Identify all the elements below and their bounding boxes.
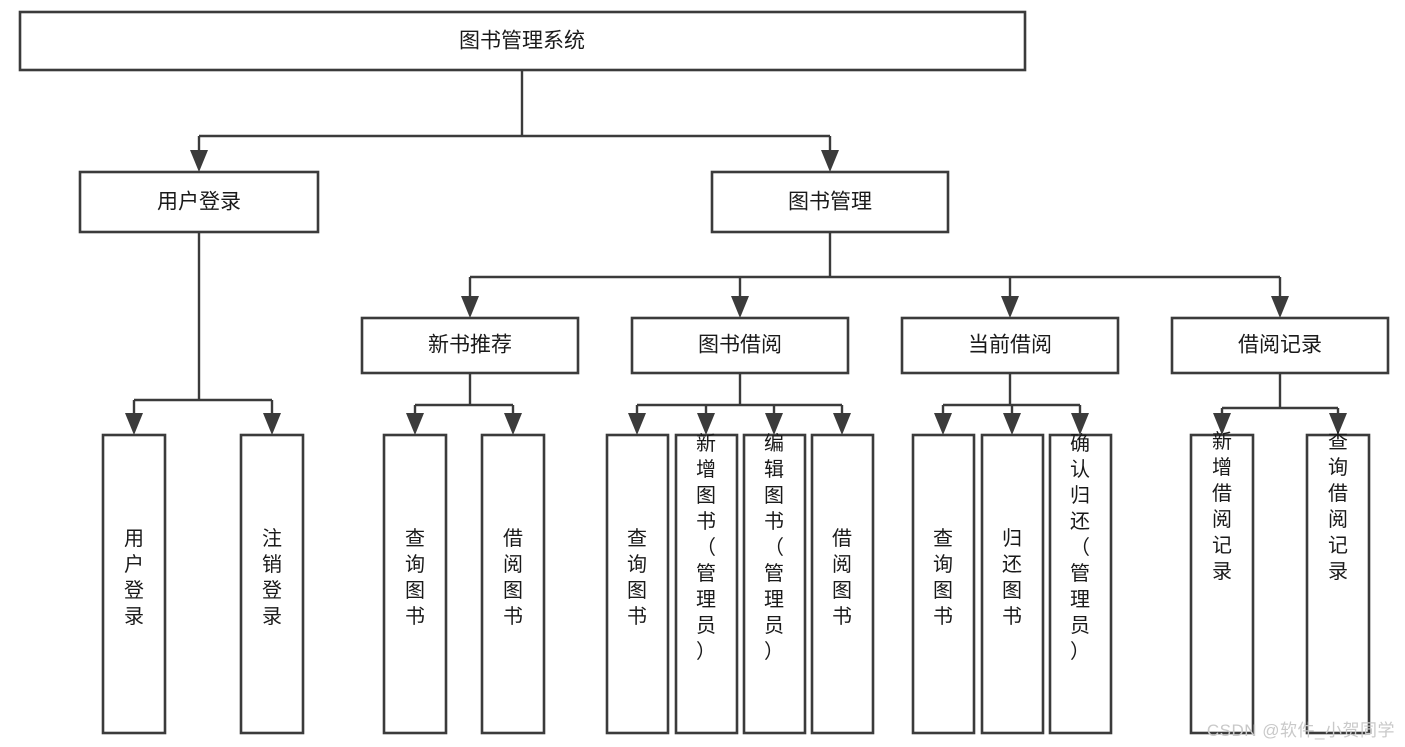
node-leaf-1-label: 用户登录 (124, 528, 144, 628)
arrow-current-to-leaf11 (1071, 413, 1089, 435)
node-leaf-1-box[interactable] (101, 433, 167, 735)
node-leaf-5-box[interactable] (605, 433, 670, 735)
node-bookmgmt[interactable]: 图书管理 (710, 170, 950, 234)
arrow-bookmgmt-to-borrow (731, 296, 749, 318)
connector-group-record (1213, 373, 1347, 435)
connector-group-newbook (406, 373, 522, 435)
node-leaf-2[interactable]: 注销登录 (239, 433, 305, 735)
arrow-borrow-to-leaf7 (765, 413, 783, 435)
node-record-label: 借阅记录 (1238, 334, 1322, 357)
arrow-bookmgmt-to-record (1271, 296, 1289, 318)
arrow-login-to-leaf1 (125, 413, 143, 435)
node-leaf-11[interactable]: 确认归还（管理员） (1048, 432, 1113, 735)
node-leaf-5[interactable]: 查询图书 (605, 433, 670, 735)
arrow-current-to-leaf9 (934, 413, 952, 435)
arrow-borrow-to-leaf8 (833, 413, 851, 435)
arrow-record-to-leaf13 (1329, 413, 1347, 435)
node-borrow-box[interactable] (630, 316, 850, 375)
node-leaf-2-box[interactable] (239, 433, 305, 735)
node-leaf-6[interactable]: 新增图书（管理员） (674, 432, 739, 735)
node-current[interactable]: 当前借阅 (900, 316, 1120, 375)
arrow-login-to-leaf2 (263, 413, 281, 435)
node-leaf-5-label: 查询图书 (627, 527, 647, 628)
connector-group-current (934, 373, 1089, 435)
node-leaf-8-label: 借阅图书 (832, 527, 852, 628)
node-login[interactable]: 用户登录 (78, 170, 320, 234)
node-leaf-10-box[interactable] (980, 433, 1045, 735)
node-current-label: 当前借阅 (968, 334, 1052, 357)
arrow-root-to-bookmgmt (821, 150, 839, 172)
arrow-record-to-leaf12 (1213, 413, 1231, 435)
node-bookmgmt-box[interactable] (710, 170, 950, 234)
connector-group-borrow (628, 373, 851, 435)
node-root-label: 图书管理系统 (459, 30, 585, 53)
csdn-watermark: CSDN @软件_小贺同学 (1206, 721, 1395, 740)
node-borrow-label: 图书借阅 (698, 334, 782, 357)
node-leaf-11-label: 确认归还（管理员） (1070, 432, 1090, 663)
connector-group-root (190, 70, 839, 172)
arrow-root-to-login (190, 150, 208, 172)
node-leaf-8-box[interactable] (810, 433, 875, 735)
arrow-newbook-to-leaf3 (406, 413, 424, 435)
node-newbook-label: 新书推荐 (428, 334, 512, 357)
node-root[interactable]: 图书管理系统 (18, 10, 1027, 72)
node-bookmgmt-label: 图书管理 (788, 191, 872, 214)
node-leaf-12-box[interactable] (1189, 433, 1255, 735)
arrow-borrow-to-leaf6 (697, 413, 715, 435)
node-leaf-3-label: 查询图书 (405, 527, 425, 628)
node-leaf-9-box[interactable] (911, 433, 976, 735)
node-record-box[interactable] (1170, 316, 1390, 375)
node-leaf-9[interactable]: 查询图书 (911, 433, 976, 735)
arrow-bookmgmt-to-current (1001, 296, 1019, 318)
node-leaf-4-label: 借阅图书 (503, 527, 523, 628)
node-leaf-12-label: 新增借阅记录 (1212, 430, 1232, 583)
node-leaf-6-label: 新增图书（管理员） (696, 432, 716, 663)
node-leaf-12[interactable]: 新增借阅记录 (1189, 430, 1255, 735)
connector-group-bookmgmt (461, 232, 1289, 318)
node-leaf-8[interactable]: 借阅图书 (810, 433, 875, 735)
node-leaf-3[interactable]: 查询图书 (382, 433, 448, 735)
arrow-borrow-to-leaf5 (628, 413, 646, 435)
node-leaf-9-label: 查询图书 (933, 527, 953, 628)
node-leaf-4-box[interactable] (480, 433, 546, 735)
node-leaf-13-box[interactable] (1305, 433, 1371, 735)
node-leaf-1[interactable]: 用户登录 (101, 433, 167, 735)
node-leaf-7-label: 编辑图书（管理员） (764, 432, 784, 663)
node-leaf-11-box[interactable] (1048, 433, 1113, 735)
node-root-box[interactable] (18, 10, 1027, 72)
arrow-newbook-to-leaf4 (504, 413, 522, 435)
node-newbook[interactable]: 新书推荐 (360, 316, 580, 375)
connector-group-login (125, 232, 281, 435)
node-borrow[interactable]: 图书借阅 (630, 316, 850, 375)
node-leaf-6-box[interactable] (674, 433, 739, 735)
node-login-label: 用户登录 (157, 191, 241, 214)
arrow-current-to-leaf10 (1003, 413, 1021, 435)
node-leaf-13[interactable]: 查询借阅记录 (1305, 430, 1371, 735)
arrow-bookmgmt-to-newbook (461, 296, 479, 318)
node-leaf-10-label: 归还图书 (1002, 527, 1022, 628)
node-leaf-3-box[interactable] (382, 433, 448, 735)
node-leaf-7-box[interactable] (742, 433, 807, 735)
node-login-box[interactable] (78, 170, 320, 234)
node-leaf-4[interactable]: 借阅图书 (480, 433, 546, 735)
node-current-box[interactable] (900, 316, 1120, 375)
node-leaf-2-label: 注销登录 (262, 527, 282, 628)
node-leaf-10[interactable]: 归还图书 (980, 433, 1045, 735)
node-leaf-13-label: 查询借阅记录 (1328, 430, 1348, 583)
node-newbook-box[interactable] (360, 316, 580, 375)
node-record[interactable]: 借阅记录 (1170, 316, 1390, 375)
node-leaf-7[interactable]: 编辑图书（管理员） (742, 432, 807, 735)
